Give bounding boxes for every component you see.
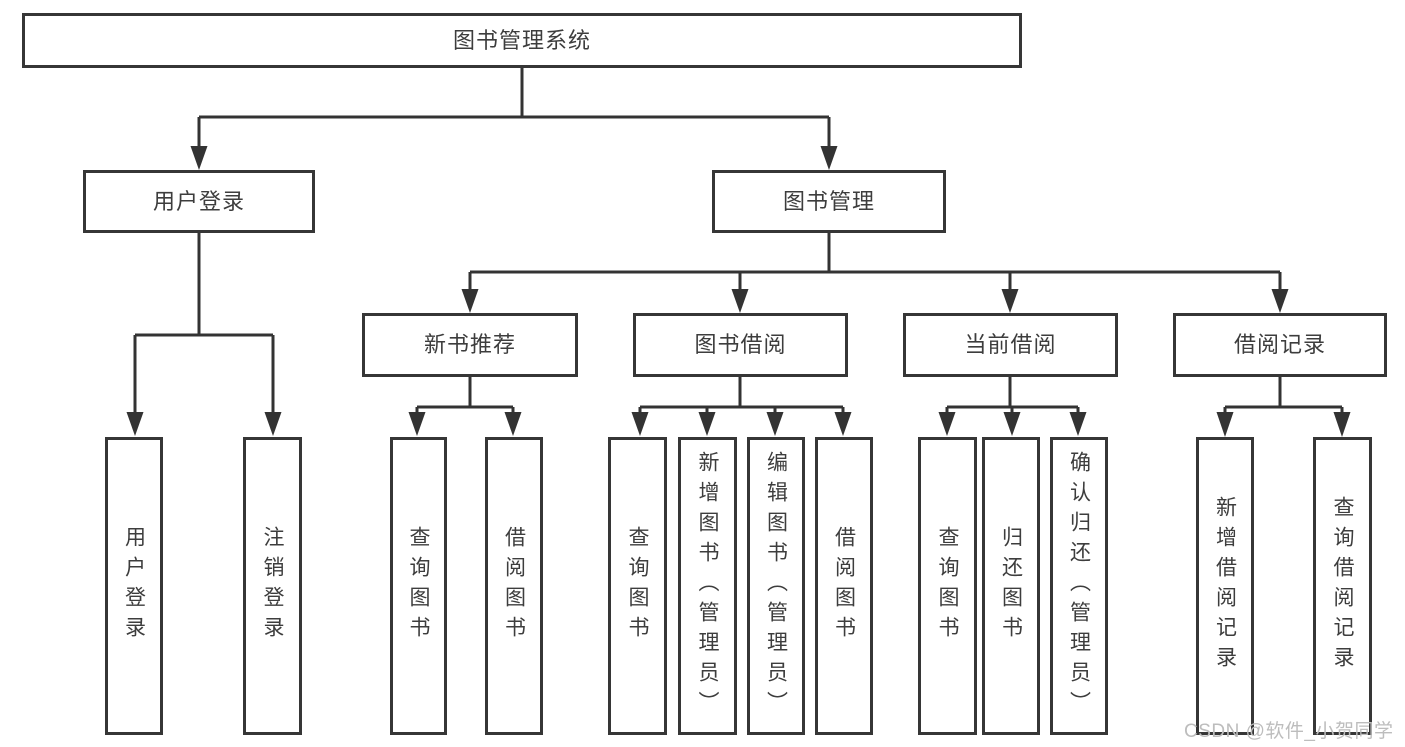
leaf-records-add-record: 新增借阅记录 <box>1196 437 1254 735</box>
leaf-newbooks-query-books: 查询图书 <box>390 437 447 735</box>
leaf-current-query-books: 查询图书 <box>918 437 977 735</box>
leaf-borrowing-edit-books-admin: 编辑图书（管理员） <box>747 437 805 735</box>
node-book-borrowing: 图书借阅 <box>633 313 848 377</box>
node-borrow-records: 借阅记录 <box>1173 313 1387 377</box>
watermark: CSDN @软件_小贺同学 <box>1184 721 1394 742</box>
node-user-login: 用户登录 <box>83 170 315 233</box>
node-new-book-recommend: 新书推荐 <box>362 313 578 377</box>
leaf-logout: 注销登录 <box>243 437 302 735</box>
leaf-borrowing-borrow-books: 借阅图书 <box>815 437 873 735</box>
leaf-records-query-record: 查询借阅记录 <box>1313 437 1372 735</box>
leaf-newbooks-borrow-books: 借阅图书 <box>485 437 543 735</box>
leaf-current-confirm-return-admin: 确认归还（管理员） <box>1050 437 1108 735</box>
leaf-borrowing-add-books-admin: 新增图书（管理员） <box>678 437 737 735</box>
node-book-management: 图书管理 <box>712 170 946 233</box>
leaf-user-login: 用户登录 <box>105 437 163 735</box>
arrowheads <box>126 146 1351 437</box>
leaf-current-return-books: 归还图书 <box>982 437 1040 735</box>
node-current-borrowing: 当前借阅 <box>903 313 1118 377</box>
leaf-borrowing-query-books: 查询图书 <box>608 437 667 735</box>
node-library-management-system: 图书管理系统 <box>22 13 1022 68</box>
